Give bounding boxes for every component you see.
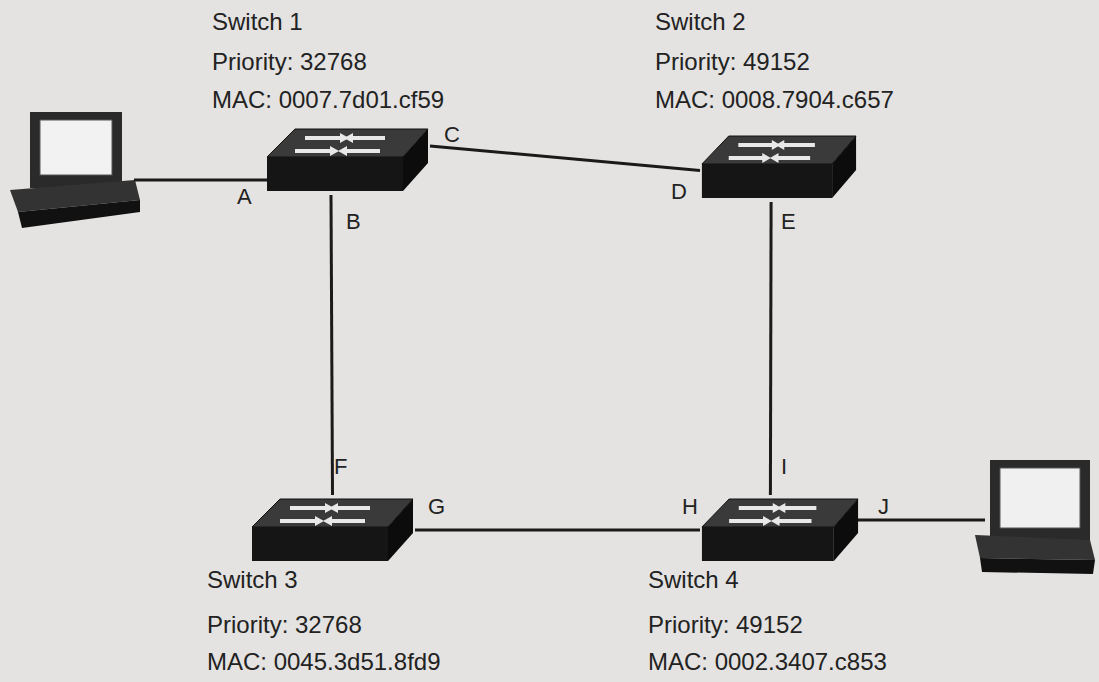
switch-face [280,516,324,526]
link-line [331,195,333,495]
switch-face [776,140,815,150]
switch-face [267,157,403,191]
switch-mac: MAC: 0045.3d51.8fd9 [207,648,441,676]
switch-face [329,503,370,513]
switch-node: Switch 2Priority: 49152MAC: 0008.7904.c6… [700,132,858,202]
switch-icon [265,125,430,195]
switch-name: Switch 3 [207,566,298,594]
switch-icon [700,495,860,565]
port-label: C [444,123,460,147]
switch-mac: MAC: 0002.3407.c853 [648,648,887,676]
port-label: G [428,495,445,519]
switch-node: Switch 3Priority: 32768MAC: 0045.3d51.8f… [250,495,415,565]
switch-face [777,503,817,513]
port-label: B [346,210,361,234]
switch-face [305,133,349,143]
switch-priority: Priority: 32768 [212,48,367,76]
switch-face [729,516,772,526]
switch-face [702,527,834,561]
switch-name: Switch 2 [655,8,746,36]
switch-face [403,129,428,191]
pc-cable [134,179,268,182]
switch-face [834,499,858,561]
network-link [415,530,700,531]
switch-icon [700,132,858,202]
pc-icon [10,112,140,228]
switch-face [267,129,428,157]
network-link [770,202,772,495]
port-label: E [781,210,796,234]
switch-icon [250,495,415,565]
switch-face [832,136,856,198]
switch-face [252,499,413,527]
switch-priority: Priority: 32768 [207,611,362,639]
port-label: F [334,455,347,479]
port-label: D [671,180,687,204]
switch-face [252,527,388,561]
switch-node: Switch 4Priority: 49152MAC: 0002.3407.c8… [700,495,860,565]
link-line [415,529,700,532]
switch-face [388,499,413,561]
port-label: H [682,495,698,519]
switch-node: Switch 1Priority: 32768MAC: 0007.7d01.cf… [265,125,430,195]
switch-face [344,133,385,143]
switch-face [702,164,832,198]
network-link [331,195,333,495]
pc-cable [858,519,985,522]
port-label: I [781,455,787,479]
switch-face [338,146,380,156]
switch-priority: Priority: 49152 [648,611,803,639]
link-line [430,146,700,171]
switch-face [290,503,334,513]
link-line [769,202,773,495]
switch-face [295,146,339,156]
pc-icon [975,460,1095,574]
switch-mac: MAC: 0008.7904.c657 [655,86,894,114]
switch-face [729,153,771,163]
switch-name: Switch 4 [648,566,739,594]
switch-face [702,136,856,164]
switch-face [771,516,812,526]
switch-name: Switch 1 [212,8,303,36]
port-label: A [237,185,252,209]
switch-face [738,140,780,150]
switch-face [323,516,365,526]
port-label: J [878,495,889,519]
switch-mac: MAC: 0007.7d01.cf59 [212,86,444,114]
switch-face [739,503,782,513]
network-link [430,146,700,171]
switch-face [770,153,810,163]
switch-face [702,499,858,527]
switch-priority: Priority: 49152 [655,48,810,76]
